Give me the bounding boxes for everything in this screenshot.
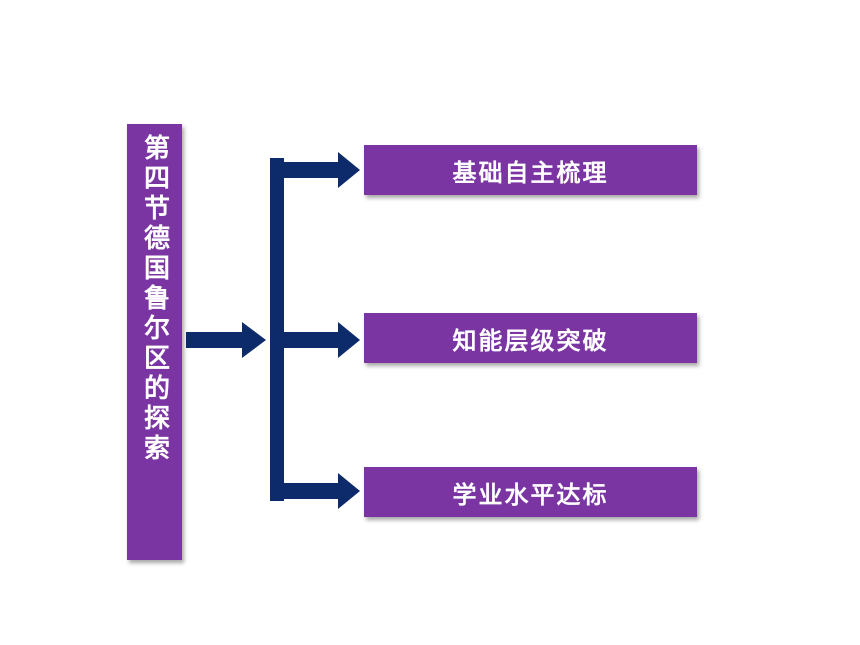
branch-arrow-3 [270,473,360,509]
branch-arrow-2 [270,322,360,358]
item-label: 基础自主梳理 [452,158,609,187]
item-skill-breakthrough[interactable]: 知能层级突破 [364,313,697,363]
section-title-box: 第四节德国鲁尔区的探索 [127,124,182,560]
bracket-line [270,158,284,501]
branch-arrow-1 [270,152,360,188]
item-level-assessment[interactable]: 学业水平达标 [364,467,697,517]
main-arrow [186,322,266,358]
section-title: 第四节德国鲁尔区的探索 [139,134,170,464]
item-label: 学业水平达标 [452,480,609,509]
item-label: 知能层级突破 [452,326,609,355]
item-basic-review[interactable]: 基础自主梳理 [364,145,697,195]
